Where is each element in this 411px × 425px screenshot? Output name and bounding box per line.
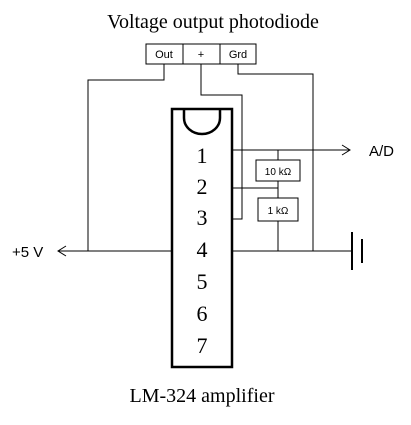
- output-label: A/D: [369, 143, 394, 160]
- arrow-ad: [341, 144, 351, 156]
- wire-grd: [237, 64, 314, 251]
- chip-pin-6: 6: [197, 301, 208, 326]
- arrow-supply: [57, 245, 67, 257]
- lm324-chip: 1 2 3 4 5 6 7: [170, 107, 234, 369]
- diagram-caption: LM-324 amplifier: [130, 385, 275, 407]
- chip-pin-7: 7: [197, 333, 208, 358]
- wire-plus: [200, 64, 243, 220]
- ground-symbol: [351, 232, 363, 270]
- resistor-1k: 1 kΩ: [257, 197, 299, 222]
- chip-pin-1: 1: [197, 143, 208, 168]
- photodiode-connector: Out + Grd: [145, 43, 257, 65]
- resistor-10k-label: 10 kΩ: [265, 167, 292, 178]
- wire-out: [87, 64, 165, 251]
- chip-pin-4: 4: [197, 237, 208, 262]
- connector-pin-plus: +: [198, 49, 204, 61]
- resistor-10k: 10 kΩ: [255, 159, 301, 182]
- supply-label: +5 V: [12, 244, 43, 261]
- wires: [57, 64, 352, 257]
- diagram-title: Voltage output photodiode: [107, 11, 319, 33]
- resistor-10k-body: [255, 159, 301, 182]
- chip-pin-2: 2: [197, 174, 208, 199]
- connector-pin-out: Out: [155, 49, 173, 61]
- resistor-1k-label: 1 kΩ: [268, 206, 289, 217]
- chip-pin-3: 3: [197, 205, 208, 230]
- chip-pin-5: 5: [197, 269, 208, 294]
- chip-notch: [182, 110, 222, 136]
- connector-pin-grd: Grd: [229, 49, 247, 61]
- chip-body: [170, 107, 234, 369]
- resistor-1k-body: [257, 197, 299, 222]
